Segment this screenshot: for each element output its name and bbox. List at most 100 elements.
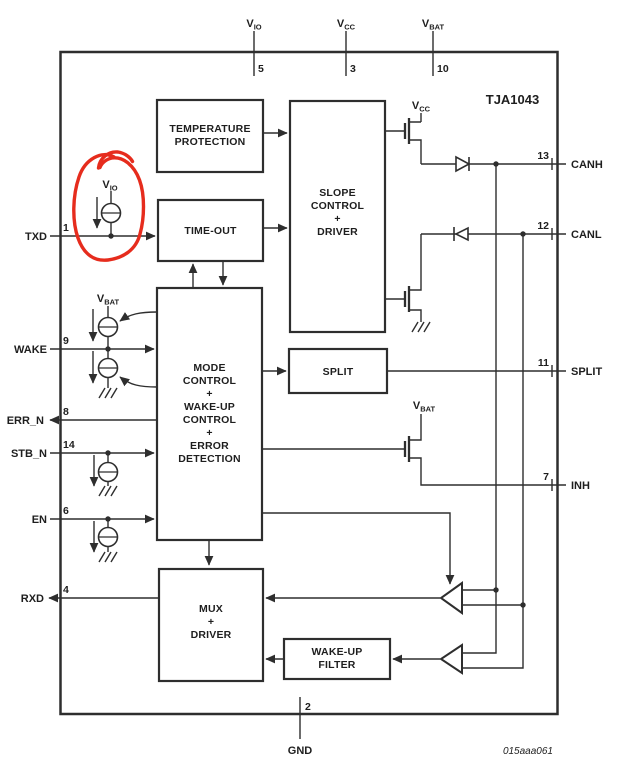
chip-title: TJA1043 (486, 92, 539, 107)
pin-errn-number: 8 (63, 406, 69, 418)
block-label: FILTER (318, 659, 355, 671)
supply-pin-stubs (253, 31, 434, 739)
pin-en-number: 6 (63, 505, 69, 517)
pin-inh-number: 7 (543, 471, 549, 483)
pin-vcc-label: VCC (337, 18, 356, 32)
block-slope-control-box (288, 99, 387, 334)
wire-mode-to-wake-source-bottom (119, 376, 158, 388)
junction-dot (520, 602, 526, 608)
chip-outline (59, 50, 559, 716)
pin-vcc-number: 3 (350, 63, 356, 75)
pin-vbat: VBAT 10 (422, 18, 449, 75)
ground-symbol-en (98, 551, 118, 563)
block-time-out: TIME-OUT (156, 198, 265, 263)
pin-canl: CANL 12 (537, 220, 602, 241)
pin-gnd-label: GND (288, 745, 313, 757)
block-label: PROTECTION (175, 136, 246, 148)
pin-en-label: EN (32, 514, 47, 526)
block-label: WAKE-UP (312, 646, 363, 658)
pin-rxd-label: RXD (21, 593, 44, 605)
block-split: SPLIT (287, 347, 389, 395)
pin-canl-label: CANL (571, 229, 602, 241)
pin-rxd: RXD 4 (21, 584, 69, 605)
block-mux-driver: MUX + DRIVER (157, 567, 265, 683)
pin-canl-number: 12 (537, 220, 549, 232)
block-label: + (206, 388, 212, 400)
wire-canl-driver (385, 233, 566, 322)
pin-canh-label: CANH (571, 159, 603, 171)
vbat-inh-label: VBAT (413, 400, 436, 414)
block-label: CONTROL (183, 375, 237, 387)
block-label: SPLIT (323, 366, 354, 378)
pin-gnd-number: 2 (305, 701, 311, 713)
wire-inh-circuit (262, 414, 566, 486)
current-source-stbn (97, 461, 119, 483)
block-label: + (334, 213, 340, 225)
block-mode-control: MODE CONTROL + WAKE-UP CONTROL + ERROR D… (155, 286, 264, 542)
vcc-driver-label: VCC (412, 100, 431, 114)
receiver-can-comparator (439, 581, 463, 615)
current-source-wake-pulldown (97, 357, 119, 379)
mosfet-bars (403, 286, 411, 312)
mosfet-bars (403, 118, 411, 144)
block-label: + (208, 616, 214, 628)
ground-symbol-canl-driver (411, 321, 431, 333)
block-wake-up-filter: WAKE-UP FILTER (282, 637, 392, 681)
pin-vio-number: 5 (258, 63, 264, 75)
pin-canh: CANH 13 (537, 150, 603, 171)
pin-vbat-label: VBAT (422, 18, 445, 32)
block-label: + (206, 427, 212, 439)
block-label: SLOPE (319, 187, 356, 199)
block-time-out-box (156, 198, 265, 263)
pin-errn: ERR_N 8 (7, 406, 69, 427)
wire-mode-to-wake-source-top (119, 311, 158, 322)
pin-split-label: SPLIT (571, 366, 602, 378)
pin-split: SPLIT 11 (538, 357, 603, 378)
vbat-wake-label: VBAT (97, 293, 120, 307)
current-source-vio (100, 202, 122, 224)
annotation-stroke-main (72, 152, 146, 262)
wire-receiver-inputs (463, 164, 524, 669)
block-label: MUX (199, 603, 223, 615)
diode-triangle (455, 155, 471, 173)
pin-gnd: 2 GND (288, 701, 313, 757)
block-slope-control-driver: SLOPE CONTROL + DRIVER (288, 99, 387, 334)
pin-wake: WAKE 9 (14, 335, 69, 356)
block-label: TIME-OUT (184, 225, 237, 237)
block-label: DRIVER (317, 226, 358, 238)
junction-dot (493, 161, 499, 167)
pin-txd-number: 1 (63, 222, 69, 234)
diode-triangle (454, 226, 469, 242)
receiver-wakeup-comparator (439, 643, 463, 675)
pin-inh: INH 7 (543, 471, 590, 492)
wire-canh-driver (385, 113, 566, 165)
annotation-circle-vio-source (72, 150, 146, 262)
pin-rxd-number: 4 (63, 584, 69, 596)
wire-receiver-enable (262, 512, 455, 585)
current-source-en (97, 526, 119, 548)
block-split-box (287, 347, 389, 395)
block-label: CONTROL (183, 414, 237, 426)
block-label: CONTROL (311, 200, 365, 212)
pin-wake-label: WAKE (14, 344, 47, 356)
junction-dot (520, 231, 526, 237)
pin-stbn: STB_N 14 (11, 439, 75, 460)
mosfet-canl-lowside (403, 286, 411, 312)
pin-vcc: VCC 3 (337, 18, 356, 75)
pin-txd-label: TXD (25, 231, 47, 243)
junction-dot (108, 233, 114, 239)
pin-wake-number: 9 (63, 335, 69, 347)
annotation-stroke-overlap (96, 150, 135, 170)
block-label: DRIVER (191, 629, 232, 641)
pin-stbn-label: STB_N (11, 448, 47, 460)
block-temperature-protection-box (155, 98, 265, 174)
diode-canl (453, 226, 469, 242)
pin-vbat-number: 10 (437, 63, 449, 75)
block-label: ERROR (190, 440, 229, 452)
block-label: TEMPERATURE (169, 123, 250, 135)
mosfet-bars (403, 436, 411, 462)
figure-id: 015aaa061 (503, 746, 553, 757)
block-label: DETECTION (178, 453, 240, 465)
